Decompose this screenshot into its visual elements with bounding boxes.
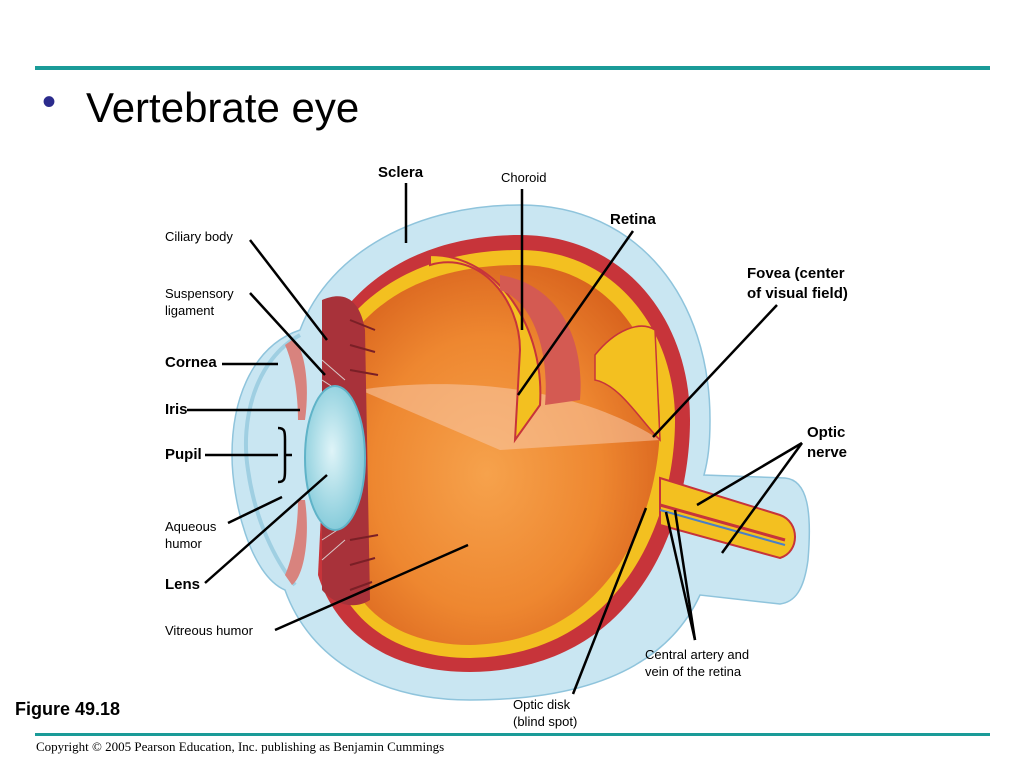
label-sclera: Sclera [378,164,424,181]
label-optic-disk-line1: Optic disk [513,697,571,712]
label-central-artery-vein: Central artery and vein of the retina [645,646,749,680]
label-fovea-line1: Fovea (center [747,265,845,282]
figure-label: Figure 49.18 [15,699,121,719]
label-optic-nerve: Optic nerve [807,423,847,463]
label-suspensory-line1: Suspensory [165,286,234,301]
label-central-line2: vein of the retina [645,664,742,679]
vitreous-chamber [345,265,660,645]
label-central-line1: Central artery and [645,647,750,662]
label-lens: Lens [165,576,201,593]
label-optic-disk: Optic disk (blind spot) [513,696,577,730]
label-optic-disk-line2: (blind spot) [513,714,578,729]
leader-lines [187,183,804,695]
ciliary-folds [349,319,379,591]
iris [285,340,307,420]
retina-flap-right [594,325,661,442]
slide-title: Vertebrate eye [86,84,360,131]
label-aqueous-humor: Aqueous humor [165,518,216,552]
retina-flap [429,253,542,444]
central-vein [659,509,786,546]
label-retina: Retina [610,211,656,228]
lens [304,385,366,531]
label-optic-nerve-line1: Optic [807,424,846,441]
label-cornea: Cornea [165,354,217,371]
cutaway-plane [360,384,660,450]
choroid-flap [500,275,581,405]
central-artery [659,503,786,542]
label-choroid: Choroid [501,170,547,185]
top-divider [35,66,990,70]
label-vitreous-humor: Vitreous humor [165,623,253,638]
label-aqueous-line1: Aqueous [165,519,217,534]
iris-lower [285,500,307,585]
label-pupil: Pupil [165,446,202,463]
title-bullet: • [42,80,57,124]
label-ciliary-body: Ciliary body [165,229,233,244]
label-iris: Iris [165,401,188,418]
label-fovea: Fovea (center of visual field) [747,264,848,304]
label-optic-nerve-line2: nerve [807,444,848,461]
label-aqueous-line2: humor [165,536,202,551]
label-fovea-line2: of visual field) [747,285,848,302]
copyright-text: Copyright © 2005 Pearson Education, Inc.… [36,739,445,754]
label-suspensory-ligament: Suspensory ligament [165,285,234,319]
bottom-divider [35,733,990,736]
label-suspensory-line2: ligament [165,303,215,318]
